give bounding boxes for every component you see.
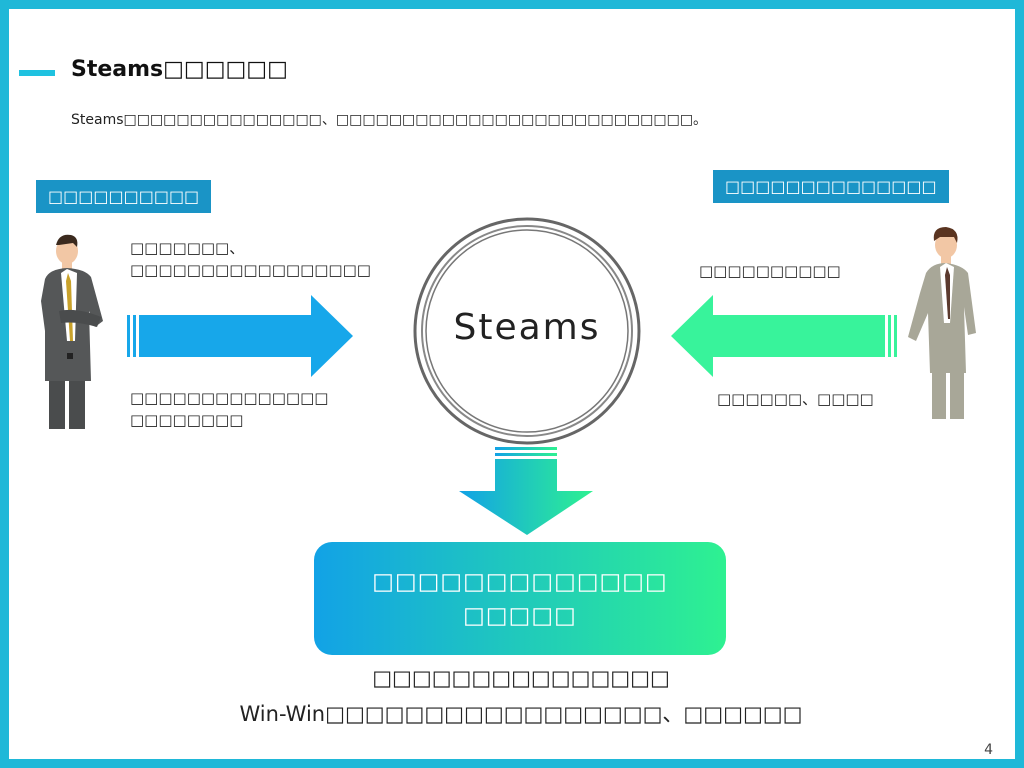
- header-accent-bar: [19, 70, 55, 76]
- left-note-top-line1: □□□□□□□、: [130, 239, 245, 257]
- left-note-bottom-line2: □□□□□□□□: [130, 411, 244, 429]
- left-businessman-icon: [41, 234, 103, 429]
- right-company-tag: □□□□□□□□□□□□□□: [713, 170, 949, 203]
- bottom-text-line1: □□□□□□□□□□□□□□□: [372, 666, 670, 690]
- page-title: Steams□□□□□□: [71, 57, 288, 82]
- page-number: 4: [984, 742, 993, 758]
- steams-logo-text: Steams: [453, 307, 601, 348]
- right-note-bottom: □□□□□□、□□□□: [717, 390, 874, 408]
- right-businessman-icon: [908, 227, 976, 419]
- result-box: □□□□□□□□□□□□□ □□□□□: [314, 542, 726, 655]
- left-note-bottom-line1: □□□□□□□□□□□□□□: [130, 389, 329, 407]
- page-subtitle: Steams□□□□□□□□□□□□□□□、□□□□□□□□□□□□□□□□□□…: [71, 112, 708, 128]
- steams-logo-circle: [413, 217, 641, 445]
- left-note-top-line2: □□□□□□□□□□□□□□□□□: [130, 261, 371, 279]
- left-arrow-icon: [127, 295, 353, 377]
- bottom-text-line2: Win-Win□□□□□□□□□□□□□□□□□、□□□□□□: [239, 702, 803, 726]
- left-note-top: □□□□□□□、 □□□□□□□□□□□□□□□□□: [130, 237, 371, 281]
- right-note-top: □□□□□□□□□□: [699, 262, 841, 280]
- result-line1: □□□□□□□□□□□□□: [372, 568, 668, 595]
- left-company-tag: □□□□□□□□□□: [36, 180, 212, 213]
- down-arrow-icon: [459, 447, 593, 535]
- right-arrow-icon: [671, 295, 897, 377]
- result-line2: □□□□□: [463, 602, 577, 629]
- left-note-bottom: □□□□□□□□□□□□□□ □□□□□□□□: [130, 387, 328, 431]
